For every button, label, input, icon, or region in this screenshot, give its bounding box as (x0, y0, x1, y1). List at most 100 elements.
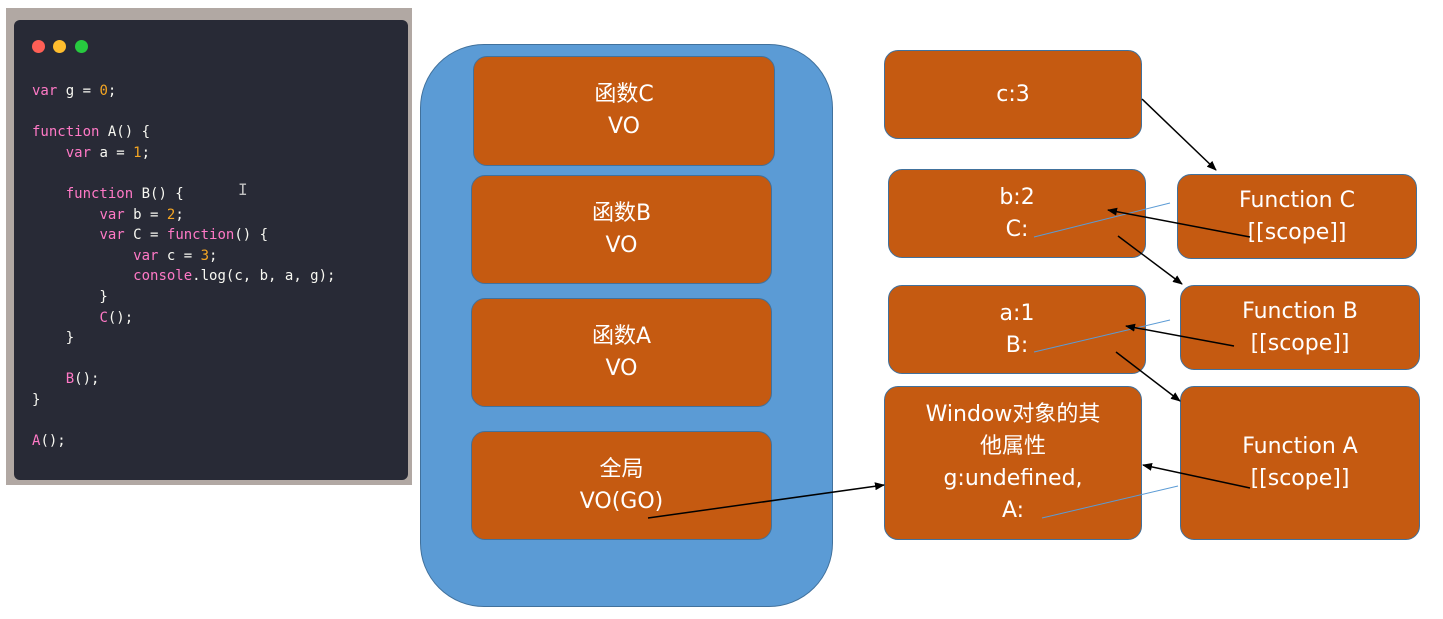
code-token: (); (74, 371, 100, 388)
code-token (32, 248, 133, 264)
object-window-line2: 他属性 (979, 434, 1046, 459)
function-a-name: Function A (1242, 434, 1358, 459)
object-b-var: b:2 (999, 184, 1035, 210)
code-token: g = (57, 83, 100, 99)
code-token: var (133, 247, 159, 264)
function-c-name: Function C (1239, 187, 1355, 213)
object-a-vo: a:1 B: (888, 285, 1146, 374)
code-token: ; (175, 206, 184, 223)
stack-frame-c-subtitle: VO (608, 114, 640, 139)
function-c-object: Function C [[scope]] (1177, 174, 1417, 259)
code-token: a = (91, 144, 134, 161)
code-token: A() { (99, 124, 151, 141)
object-window-line3: g:undefined, (943, 466, 1083, 491)
code-token: function (32, 124, 100, 141)
code-line: } (32, 287, 335, 308)
code-token: 3 (200, 247, 210, 264)
object-b-ref: C: (1005, 216, 1029, 242)
stack-frame-b-vo: 函数B VO (471, 175, 772, 284)
code-token: B() { (133, 185, 184, 202)
arrow-c-vo-to-function-c (1141, 98, 1217, 171)
code-token: .log(c, b, a, g); (192, 268, 336, 285)
object-window-line1: Window对象的其 (925, 402, 1101, 427)
code-token: } (32, 288, 108, 305)
code-line (32, 349, 335, 370)
code-token (32, 371, 66, 387)
code-token: var (32, 83, 58, 99)
object-c-var: c:3 (996, 81, 1030, 107)
code-line: var g = 0; (32, 81, 335, 102)
stack-frame-global-subtitle: VO(GO) (579, 488, 664, 514)
function-b-scope: [[scope]] (1250, 330, 1350, 356)
code-token: C = (124, 227, 167, 244)
code-token: } (32, 330, 75, 347)
stack-frame-b-subtitle: VO (605, 232, 638, 258)
code-line: var b = 2; (32, 205, 335, 226)
code-token: (); (40, 433, 66, 450)
code-token: } (32, 391, 41, 408)
minimize-window-dot-icon (53, 40, 66, 53)
code-token: 1 (133, 144, 142, 161)
code-token: function (166, 227, 235, 244)
object-a-ref: B: (1005, 332, 1029, 358)
code-line: var c = 3; (32, 246, 335, 267)
stack-frame-c-vo: 函数C VO (473, 56, 775, 166)
code-line: var a = 1; (32, 143, 335, 164)
code-token: ; (141, 144, 151, 161)
code-token: (); (107, 309, 134, 326)
object-window-line4: A: (1001, 498, 1025, 523)
object-c-vo: c:3 (884, 50, 1142, 139)
object-b-vo: b:2 C: (888, 169, 1146, 258)
object-a-var: a:1 (999, 300, 1035, 326)
code-token: B (65, 371, 75, 388)
stack-frame-a-vo: 函数A VO (471, 298, 772, 407)
code-token: 2 (166, 206, 176, 223)
code-line: } (32, 328, 335, 349)
code-editor-window: var g = 0;function A() { var a = 1; func… (14, 20, 408, 480)
stack-frame-a-subtitle: VO (605, 355, 638, 381)
code-token: var (99, 206, 125, 223)
function-b-name: Function B (1242, 298, 1358, 324)
code-line: } (32, 390, 335, 411)
code-line (32, 102, 335, 123)
code-line: B(); (32, 369, 335, 390)
code-token: b = (124, 206, 167, 223)
code-screenshot-frame: var g = 0;function A() { var a = 1; func… (6, 8, 412, 485)
code-token: var (99, 227, 125, 244)
code-token: () { (234, 227, 269, 244)
stack-frame-global-title: 全局 (599, 456, 644, 482)
code-token (32, 268, 133, 284)
function-a-object: Function A [[scope]] (1180, 386, 1420, 540)
function-a-scope: [[scope]] (1250, 466, 1350, 491)
code-token: 0 (99, 83, 108, 99)
function-c-scope: [[scope]] (1247, 219, 1347, 245)
code-token (32, 145, 66, 161)
code-token (32, 310, 99, 326)
code-line: C(); (32, 308, 335, 329)
code-token: A (32, 433, 41, 450)
code-line: console.log(c, b, a, g); (32, 266, 335, 287)
code-token: function (65, 185, 134, 202)
code-token: C (99, 309, 108, 326)
code-line (32, 163, 335, 184)
code-line: function B() { (32, 184, 335, 205)
code-line: var C = function() { (32, 225, 335, 246)
code-block: var g = 0;function A() { var a = 1; func… (32, 81, 335, 452)
code-token: console (133, 268, 193, 285)
code-token: var (65, 144, 92, 161)
function-b-object: Function B [[scope]] (1180, 285, 1420, 370)
stack-frame-global-vo: 全局 VO(GO) (471, 431, 772, 540)
code-line: function A() { (32, 122, 335, 143)
code-token: ; (107, 83, 117, 99)
code-line (32, 411, 335, 432)
close-window-dot-icon (32, 40, 45, 53)
code-token: ; (209, 247, 218, 264)
code-token: c = (158, 247, 201, 264)
stack-frame-a-title: 函数A (591, 323, 652, 349)
stack-frame-c-title: 函数C (594, 82, 654, 107)
code-token (32, 207, 99, 223)
code-line: A(); (32, 431, 335, 452)
object-window-go: Window对象的其 他属性 g:undefined, A: (884, 386, 1142, 540)
maximize-window-dot-icon (75, 40, 88, 53)
code-token (32, 227, 99, 243)
